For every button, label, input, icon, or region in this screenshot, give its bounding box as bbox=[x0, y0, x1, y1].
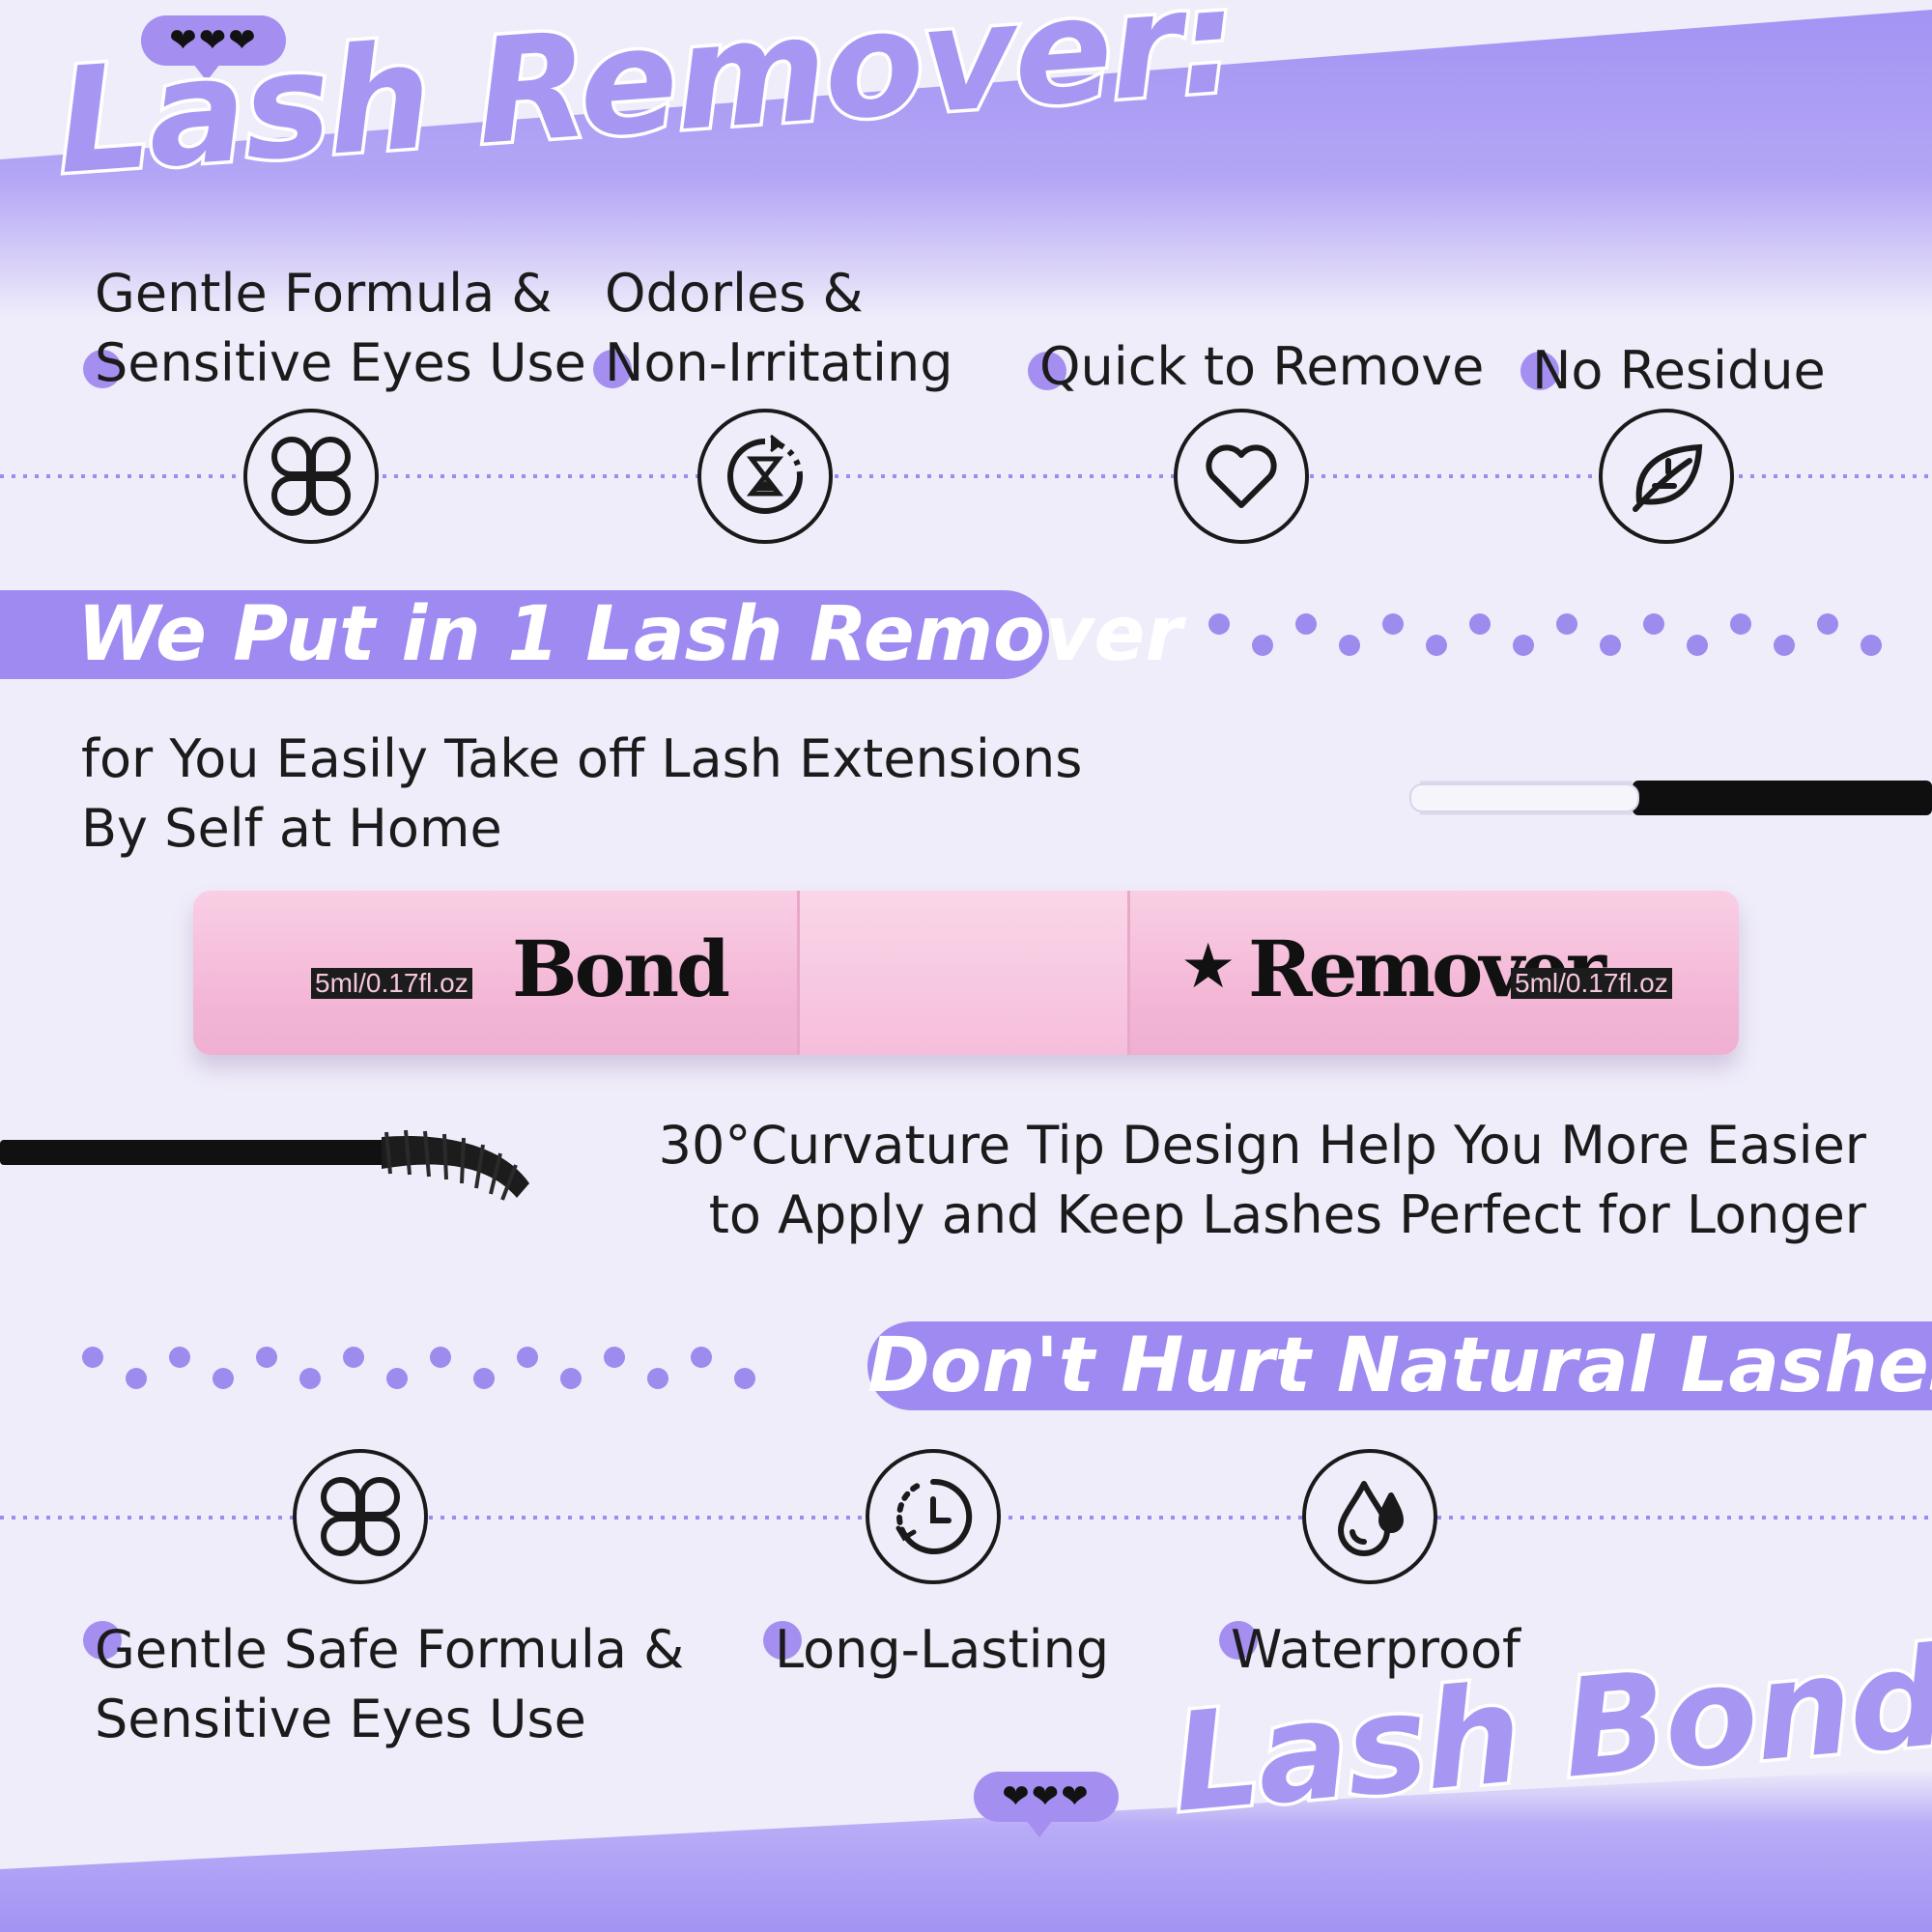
decorative-dot bbox=[386, 1368, 408, 1389]
product-tube: 5ml/0.17fl.oz Bond ★ Remover 5ml/0.17fl.… bbox=[193, 891, 1739, 1055]
banner-lash-remover: We Put in 1 Lash Remover bbox=[0, 590, 1182, 679]
tip-description: 30°Curvature Tip Design Help You More Ea… bbox=[659, 1111, 1866, 1250]
hourglass-icon bbox=[697, 409, 833, 544]
remover-volume-label: 5ml/0.17fl.oz bbox=[1511, 968, 1672, 999]
feature-label: Quick to Remove bbox=[1039, 336, 1485, 397]
feature-line1: Gentle Formula & bbox=[95, 263, 553, 324]
decorative-dot bbox=[430, 1347, 451, 1368]
decorative-dot bbox=[734, 1368, 755, 1389]
feature-line2: Sensitive Eyes Use bbox=[95, 1689, 586, 1749]
decorative-dot bbox=[1643, 613, 1664, 635]
decorative-dot bbox=[1556, 613, 1577, 635]
decorative-dot bbox=[1600, 635, 1621, 656]
feature-label: No Residue bbox=[1532, 340, 1826, 401]
decorative-dot bbox=[1774, 635, 1795, 656]
feature-odorless: Odorles & Non-Irritating bbox=[593, 259, 953, 398]
feature-no-residue: No Residue bbox=[1520, 336, 1826, 406]
decorative-dot bbox=[1730, 613, 1751, 635]
feature-label: Long-Lasting bbox=[775, 1619, 1110, 1680]
feature-gentle-safe-formula: Gentle Safe Formula & Sensitive Eyes Use bbox=[83, 1615, 685, 1754]
decorative-dot bbox=[1817, 613, 1838, 635]
decorative-dot bbox=[256, 1347, 277, 1368]
tagline-line1: for You Easily Take off Lash Extensions bbox=[81, 728, 1083, 789]
decorative-dots-top bbox=[1208, 612, 1884, 665]
decorative-dot bbox=[604, 1347, 625, 1368]
feature-line1: Gentle Safe Formula & bbox=[95, 1619, 685, 1680]
decorative-dot bbox=[1252, 635, 1273, 656]
decorative-dot bbox=[1382, 613, 1404, 635]
feature-waterproof: Waterproof bbox=[1219, 1615, 1521, 1685]
banner-natural-lashes: Don't Hurt Natural Lashes bbox=[867, 1321, 1932, 1410]
feature-line2: Non-Irritating bbox=[605, 332, 953, 393]
decorative-dot bbox=[647, 1368, 668, 1389]
hearts-badge-bottom: ❤❤❤ bbox=[974, 1772, 1119, 1837]
star-icon: ★ bbox=[1180, 931, 1236, 1003]
decorative-dot bbox=[473, 1368, 495, 1389]
feature-quick-remove: Quick to Remove bbox=[1028, 332, 1485, 402]
decorative-dot bbox=[169, 1347, 190, 1368]
clover-icon bbox=[243, 409, 379, 544]
decorative-dot bbox=[1208, 613, 1230, 635]
feature-long-lasting: Long-Lasting bbox=[763, 1615, 1110, 1685]
decorative-dot bbox=[1426, 635, 1447, 656]
tip-line2: to Apply and Keep Lashes Perfect for Lon… bbox=[708, 1184, 1866, 1245]
decorative-dot bbox=[691, 1347, 712, 1368]
decorative-dot bbox=[299, 1368, 321, 1389]
decorative-dot bbox=[126, 1368, 147, 1389]
heart-icon bbox=[1174, 409, 1309, 544]
tube-middle-section bbox=[797, 891, 1130, 1055]
tagline: for You Easily Take off Lash Extensions … bbox=[81, 724, 1082, 864]
decorative-dot bbox=[1469, 613, 1491, 635]
decorative-dot bbox=[343, 1347, 364, 1368]
tagline-line2: By Self at Home bbox=[81, 798, 502, 859]
tip-line1: 30°Curvature Tip Design Help You More Ea… bbox=[658, 1115, 1866, 1176]
decorative-dot bbox=[1339, 635, 1360, 656]
decorative-dot bbox=[517, 1347, 538, 1368]
decorative-dot bbox=[560, 1368, 582, 1389]
clover-icon bbox=[293, 1449, 428, 1584]
decorative-dot bbox=[1513, 635, 1534, 656]
decorative-dot bbox=[82, 1347, 103, 1368]
bond-volume-label: 5ml/0.17fl.oz bbox=[311, 968, 472, 999]
decorative-dot bbox=[1295, 613, 1317, 635]
feature-label: Waterproof bbox=[1231, 1619, 1521, 1680]
feature-gentle-formula: Gentle Formula & Sensitive Eyes Use bbox=[83, 259, 586, 398]
water-drop-icon bbox=[1302, 1449, 1437, 1584]
bond-brand-label: Bond bbox=[512, 923, 730, 1014]
feature-line1: Odorles & bbox=[605, 263, 864, 324]
feature-line2: Sensitive Eyes Use bbox=[95, 332, 586, 393]
decorative-dots-bottom bbox=[81, 1346, 757, 1398]
leaf-icon bbox=[1599, 409, 1734, 544]
clock-icon bbox=[866, 1449, 1001, 1584]
decorative-dot bbox=[1687, 635, 1708, 656]
hearts-badge-top: ❤❤❤ bbox=[141, 15, 286, 81]
decorative-dot bbox=[213, 1368, 234, 1389]
decorative-dot bbox=[1861, 635, 1882, 656]
